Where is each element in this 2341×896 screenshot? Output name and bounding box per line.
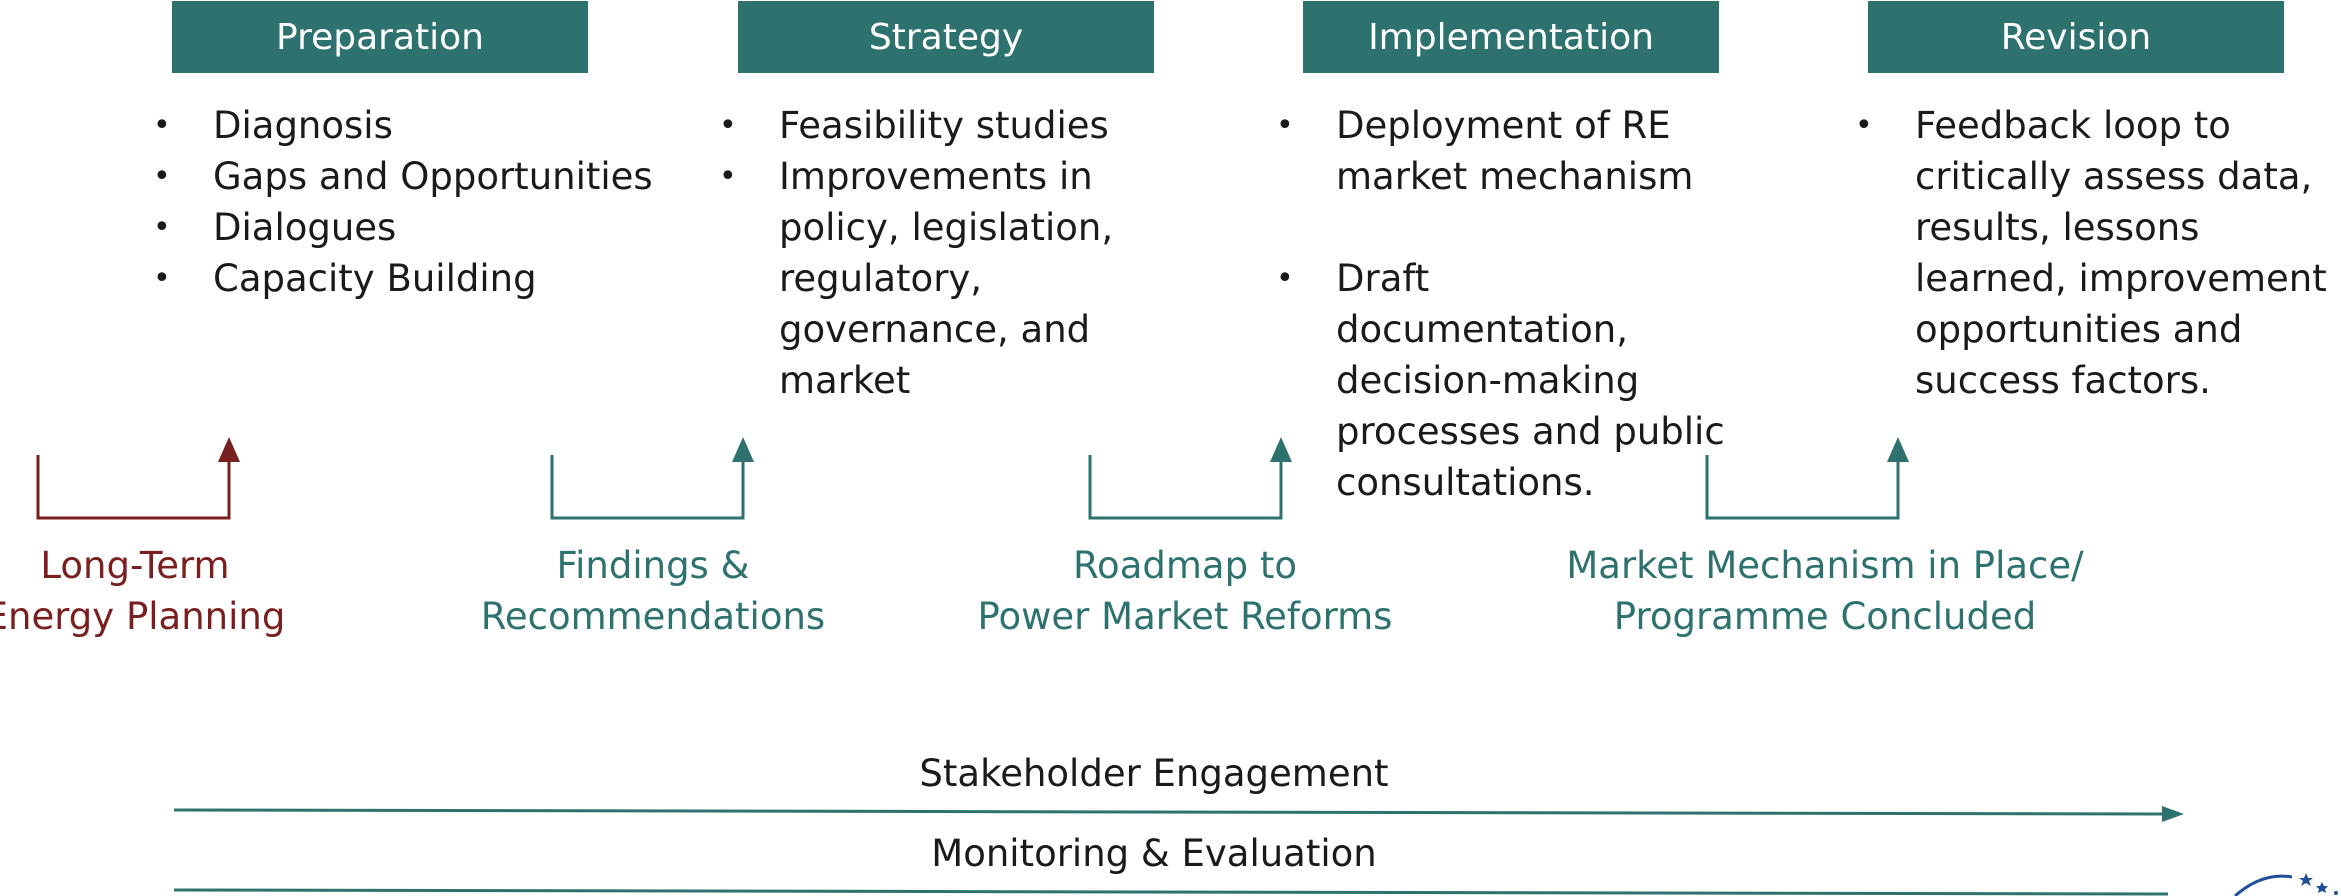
connector-long-term	[36, 448, 231, 520]
milestone-findings: Findings & Recommendations	[423, 540, 883, 642]
phase-header-preparation: Preparation	[172, 1, 588, 73]
list-item: Feedback loop to critically assess data,…	[1855, 100, 2341, 406]
milestone-long-term-planning: Long-Term Energy Planning	[0, 540, 350, 642]
list-item: Draft documentation, decision-making pro…	[1276, 253, 1726, 508]
milestone-line: Programme Concluded	[1613, 595, 2037, 638]
strategy-list: Feasibility studies Improvements in poli…	[719, 100, 1119, 406]
preparation-list: Diagnosis Gaps and Opportunities Dialogu…	[153, 100, 713, 304]
logo-stars-icon	[2299, 873, 2338, 895]
implementation-list: Deployment of RE market mechanism Draft …	[1276, 100, 1726, 508]
phase-header-strategy: Strategy	[738, 1, 1154, 73]
monitoring-evaluation-label: Monitoring & Evaluation	[931, 832, 1377, 875]
stakeholder-engagement-arrowhead	[2162, 806, 2184, 822]
milestone-market-mechanism: Market Mechanism in Place/ Programme Con…	[1525, 540, 2125, 642]
milestone-line: Energy Planning	[0, 595, 286, 638]
list-item: Gaps and Opportunities	[153, 151, 713, 202]
arrowhead-findings	[732, 437, 754, 462]
connector-roadmap	[1088, 448, 1283, 520]
milestone-line: Findings &	[556, 544, 750, 587]
arrowhead-market-mechanism	[1887, 437, 1909, 462]
stakeholder-engagement-arrow-line	[173, 808, 2169, 816]
phase-header-implementation: Implementation	[1303, 1, 1719, 73]
list-item: Dialogues	[153, 202, 713, 253]
monitoring-evaluation-arrow-line	[173, 888, 2169, 896]
list-item: Deployment of RE market mechanism	[1276, 100, 1726, 202]
logo-mark-icon	[2234, 874, 2293, 896]
list-item: Diagnosis	[153, 100, 713, 151]
stakeholder-engagement-label: Stakeholder Engagement	[919, 752, 1389, 795]
milestone-roadmap: Roadmap to Power Market Reforms	[930, 540, 1440, 642]
milestone-line: Long-Term	[40, 544, 230, 587]
revision-list: Feedback loop to critically assess data,…	[1855, 100, 2341, 406]
phase-header-revision: Revision	[1868, 1, 2284, 73]
milestone-line: Recommendations	[480, 595, 826, 638]
milestone-line: Market Mechanism in Place/	[1566, 544, 2084, 587]
list-item: Feasibility studies	[719, 100, 1119, 151]
milestone-line: Roadmap to	[1073, 544, 1297, 587]
connector-market-mechanism	[1705, 448, 1900, 520]
arrowhead-long-term	[218, 437, 240, 462]
milestone-line: Power Market Reforms	[977, 595, 1393, 638]
connector-findings	[550, 448, 745, 520]
arrowhead-roadmap	[1270, 437, 1292, 462]
list-item: Capacity Building	[153, 253, 713, 304]
list-item: Improvements in policy, legislation, reg…	[719, 151, 1119, 406]
